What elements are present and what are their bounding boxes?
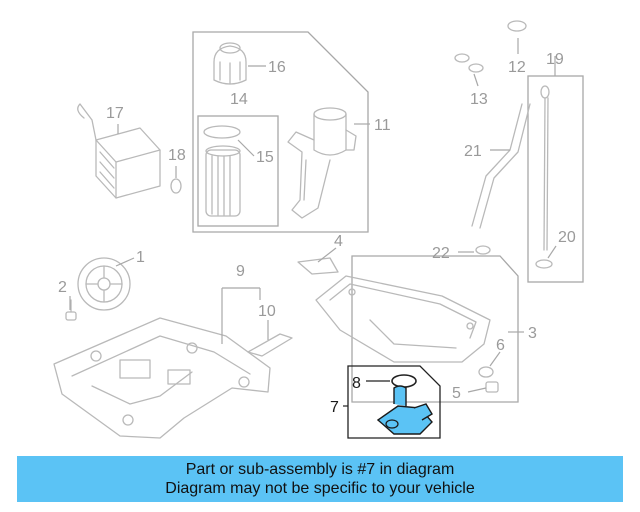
callout-10: 10 [258, 303, 276, 320]
gasket-10-part [247, 333, 293, 357]
o-ring-12-part [507, 20, 527, 32]
pulley-part [77, 257, 131, 311]
callout-4: 4 [334, 233, 343, 250]
callout-1: 1 [136, 249, 145, 266]
crankcase-frame-part [53, 317, 271, 439]
banner-line-1: Part or sub-assembly is #7 in diagram [185, 461, 455, 478]
bolt-2-part [65, 299, 77, 321]
callout-16: 16 [268, 59, 286, 76]
group-box-3 [351, 255, 519, 403]
group-box-14 [197, 115, 279, 227]
oil-cooler-part [77, 103, 161, 199]
callout-14: 14 [230, 91, 248, 108]
info-banner: Part or sub-assembly is #7 in diagram Di… [17, 456, 623, 502]
callout-19: 19 [546, 51, 564, 68]
callout-18: 18 [168, 147, 186, 164]
callout-5: 5 [452, 385, 461, 402]
seal-4-part [297, 257, 339, 275]
oil-filter-part [203, 125, 241, 217]
callout-12: 12 [508, 59, 526, 76]
callout-17: 17 [106, 105, 124, 122]
o-ring-13a-part [454, 53, 470, 63]
group-box-19 [527, 75, 584, 283]
callout-21: 21 [464, 143, 482, 160]
oil-level-sensor-part [376, 385, 433, 435]
callout-11: 11 [374, 117, 391, 134]
group-box-7 [347, 365, 441, 439]
callout-13: 13 [470, 91, 488, 108]
callout-2: 2 [58, 279, 67, 296]
filter-housing-part [287, 107, 357, 219]
washer-6-part [478, 366, 494, 378]
dipstick-19-part [535, 85, 553, 269]
callout-20: 20 [558, 229, 576, 246]
drain-plug-5-part [485, 381, 499, 393]
parts-diagram: 16 14 15 11 17 18 1 2 9 10 4 3 6 5 12 13… [53, 20, 584, 439]
callout-22: 22 [432, 245, 450, 262]
o-ring-13b-part [468, 63, 484, 73]
o-ring-18-part [170, 178, 182, 194]
group-box-11 [192, 31, 369, 233]
callout-9: 9 [236, 263, 245, 280]
callout-3: 3 [528, 325, 537, 342]
callout-6: 6 [496, 337, 505, 354]
callout-15: 15 [256, 149, 274, 166]
dipstick-tube-21-part [471, 103, 531, 229]
seal-22-part [475, 245, 491, 255]
filter-cap-part [213, 42, 247, 85]
o-ring-8-part [391, 374, 417, 388]
callout-7: 7 [330, 399, 339, 416]
banner-line-2: Diagram may not be specific to your vehi… [165, 480, 475, 497]
oil-pan-part [315, 275, 491, 363]
callout-8: 8 [352, 375, 361, 392]
